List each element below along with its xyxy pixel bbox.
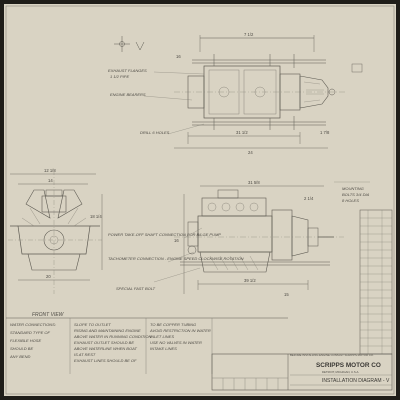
note-engine-bearers: ENGINE BEARERS <box>110 92 146 97</box>
front-view-label: FRONT VIEW <box>32 312 65 318</box>
bottom-note-3-0: TO BE COPPER TUBING <box>150 322 196 327</box>
side-view-notes: POWER TAKE-OFF SHAFT CONNECTION FOR BILG… <box>108 232 244 291</box>
bottom-note-2-6: EXHAUST LINES SHOULD BE OF <box>74 358 137 363</box>
note-pipe: 1 1/2 PIPE <box>110 74 129 79</box>
note-power-takeoff: POWER TAKE-OFF SHAFT CONNECTION FOR BILG… <box>108 232 221 237</box>
note-special-bolt: SPECIAL FAST BOLT <box>116 286 156 291</box>
bottom-note-1-0: WATER CONNECTIONS: <box>10 322 56 327</box>
dim-plan-d: 16 <box>176 54 181 59</box>
title-fine-print: BEFORE INSTALLING ENGINE CONSULT SCRIPPS… <box>290 353 374 357</box>
right-note-1: MOUNTING <box>342 186 364 191</box>
side-elevation-view: 31 5/8 16 39 1/2 1 <box>153 180 344 297</box>
bottom-note-3-4: INTAKE LINES <box>150 346 177 351</box>
dim-plan-c: 1 7/8 <box>320 130 330 135</box>
bottom-note-3-3: USE NO VALVES IN WATER <box>150 340 202 345</box>
note-tachometer: TACHOMETER CONNECTION - ENGINE SPEED CLO… <box>108 256 244 261</box>
bottom-note-2-5: IS AT REST <box>74 352 96 357</box>
dim-front-a: 12 1/8 <box>44 168 56 173</box>
bottom-note-2-2: ABOVE WATER IN RUNNING CONDITION <box>73 334 152 339</box>
bottom-note-3-1: AVOID RESTRICTION IN WATER <box>149 328 211 333</box>
dim-plan-b: 24 <box>248 150 253 155</box>
drawing-title: INSTALLATION DIAGRAM - V <box>322 378 390 384</box>
bottom-note-1-3: SHOULD BE <box>10 346 33 351</box>
bottom-notes: WATER CONNECTIONS: STANDARD TYPE OF FLEX… <box>6 317 288 374</box>
revision-table <box>359 209 393 355</box>
dim-side-a: 31 5/8 <box>248 180 260 185</box>
top-plan-view: 7 1/2 31 1/2 24 1 7/8 16 <box>108 32 346 155</box>
bottom-note-3-2: INLET LINES <box>150 334 174 339</box>
front-view: 12 1/8 14 18 1/4 20 FRONT VIEW <box>8 168 102 318</box>
sheet-border <box>5 5 395 395</box>
dim-front-b: 14 <box>48 178 53 183</box>
dim-side-c: 39 1/2 <box>244 278 256 283</box>
bottom-note-2-0: SLOPE TO OUTLET <box>74 322 111 327</box>
right-notes: MOUNTING BOLTS 3/4 DIA 8 HOLES <box>334 181 370 203</box>
drawing-canvas: 7 1/2 31 1/2 24 1 7/8 16 <box>5 5 395 395</box>
note-exhaust-flanges: EXHAUST FLANGES <box>108 68 147 73</box>
small-marker <box>351 63 363 73</box>
title-block: BEFORE INSTALLING ENGINE CONSULT SCRIPPS… <box>211 353 393 391</box>
blueprint-sheet: 7 1/2 31 1/2 24 1 7/8 16 <box>4 4 396 396</box>
dim-side-d: 15 <box>284 292 289 297</box>
dim-side-b: 16 <box>174 238 179 243</box>
note-drill-holes: DRILL 6 HOLES <box>140 130 170 135</box>
right-note-2: BOLTS 3/4 DIA <box>342 192 370 197</box>
company-name: SCRIPPS MOTOR CO <box>316 362 381 369</box>
symbol-mark <box>114 36 145 52</box>
company-location: DETROIT, MICHIGAN, U.S.A. <box>322 370 359 374</box>
bottom-note-1-2: FLEXIBLE HOSE <box>10 338 41 343</box>
dim-side-e: 2 1/4 <box>304 196 314 201</box>
dim-plan-a: 31 1/2 <box>236 130 248 135</box>
dim-front-c: 18 1/4 <box>90 214 102 219</box>
bottom-note-2-1: RISING AND MAINTAINING ENGINE <box>74 328 141 333</box>
bottom-note-2-3: EXHAUST OUTLET SHOULD BE <box>74 340 134 345</box>
bottom-note-1-4: ANY BEND <box>9 354 30 359</box>
dim-front-d: 20 <box>46 274 51 279</box>
right-note-3: 8 HOLES <box>342 198 359 203</box>
dim-top: 7 1/2 <box>244 32 254 37</box>
bottom-note-1-1: STANDARD TYPE OF <box>10 330 50 335</box>
bottom-note-2-4: ABOVE WATERLINE WHEN BOAT <box>73 346 137 351</box>
